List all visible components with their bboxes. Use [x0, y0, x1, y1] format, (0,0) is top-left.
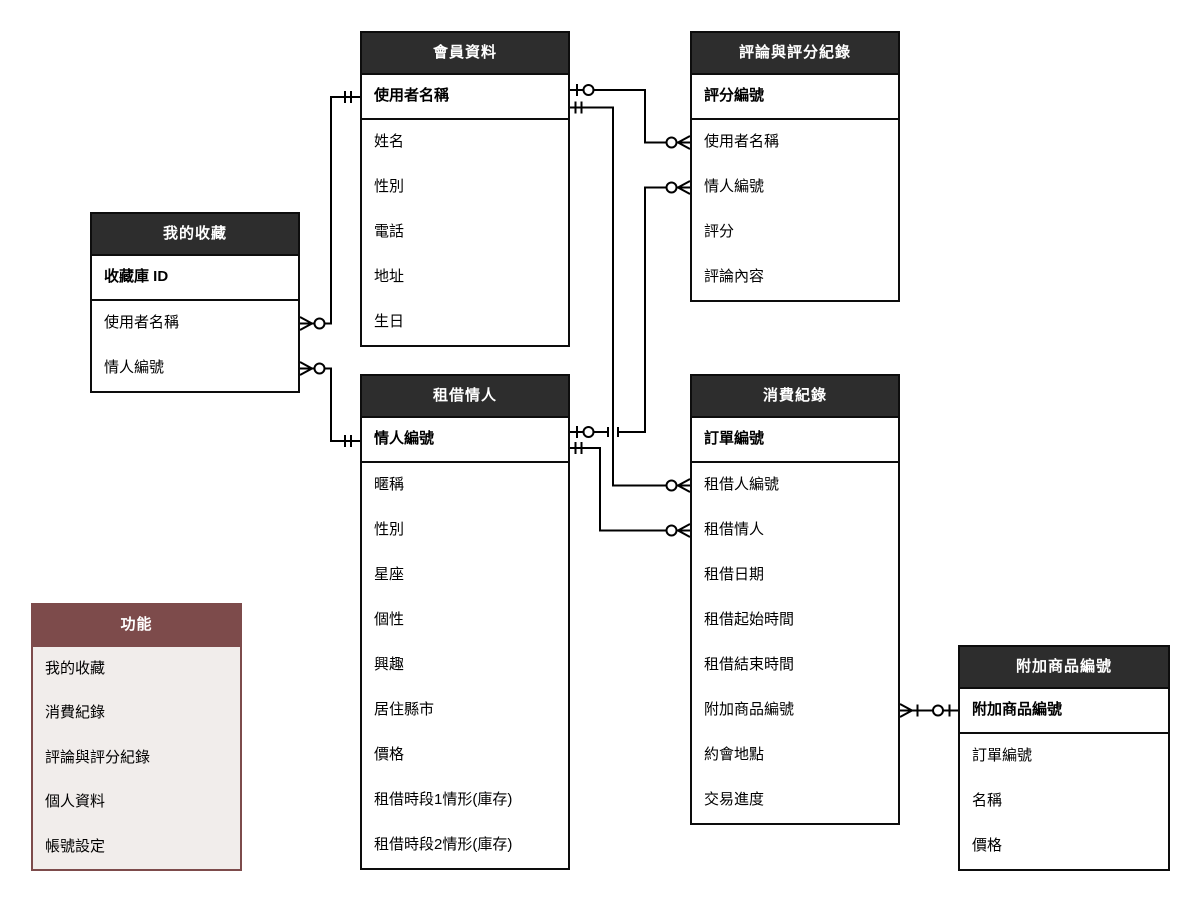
entity-orders[interactable]: 消費紀錄 訂單編號 租借人編號 租借情人 租借日期 租借起始時間 租借結束時間 … — [690, 374, 900, 825]
entity-review-title: 評論與評分紀錄 — [692, 33, 898, 75]
entity-lover-field: 價格 — [374, 746, 405, 764]
menu-functions-title: 功能 — [33, 605, 240, 647]
entity-review[interactable]: 評論與評分紀錄 評分編號 使用者名稱 情人編號 評分 評論內容 — [690, 31, 900, 302]
entity-orders-title: 消費紀錄 — [692, 376, 898, 418]
entity-addons-title: 附加商品編號 — [960, 647, 1168, 689]
entity-member-field: 地址 — [374, 268, 405, 286]
relationship-member-review — [570, 84, 691, 150]
entity-lover[interactable]: 租借情人 情人編號 暱稱 性別 星座 個性 興趣 居住縣市 價格 租借時段1情形… — [360, 374, 570, 870]
entity-addons-field: 訂單編號 — [972, 747, 1033, 765]
entity-member-field: 生日 — [374, 313, 405, 331]
entity-lover-field: 暱稱 — [374, 476, 405, 494]
entity-lover-field: 租借時段1情形(庫存) — [374, 791, 513, 809]
relationship-lover-orders — [570, 442, 691, 538]
entity-lover-field: 星座 — [374, 566, 405, 584]
entity-orders-field: 交易進度 — [704, 791, 765, 809]
entity-orders-field: 附加商品編號 — [704, 701, 795, 719]
entity-member-field: 電話 — [374, 223, 405, 241]
entity-member-title: 會員資料 — [362, 33, 568, 75]
menu-item-favorites: 我的收藏 — [45, 659, 106, 677]
entity-lover-field: 興趣 — [374, 656, 405, 674]
entity-orders-field: 約會地點 — [704, 746, 765, 764]
menu-item-orders: 消費紀錄 — [45, 704, 106, 722]
entity-addons-field: 名稱 — [972, 792, 1003, 810]
relationship-favorites-lover — [299, 361, 360, 447]
relationship-favorites-member — [299, 91, 360, 331]
entity-lover-field: 居住縣市 — [374, 701, 435, 719]
entity-addons[interactable]: 附加商品編號 附加商品編號 訂單編號 名稱 價格 — [958, 645, 1170, 871]
entity-addons-field: 價格 — [972, 837, 1003, 855]
entity-lover-title: 租借情人 — [362, 376, 568, 418]
relationship-lover-review — [570, 180, 691, 438]
relationship-member-orders — [570, 101, 691, 493]
entity-member[interactable]: 會員資料 使用者名稱 姓名 性別 電話 地址 生日 — [360, 31, 570, 347]
entity-favorites-field: 情人編號 — [104, 359, 165, 377]
entity-review-field: 評分 — [704, 223, 735, 241]
entity-orders-field: 租借情人 — [704, 521, 765, 539]
entity-orders-field: 租借起始時間 — [704, 611, 795, 629]
entity-lover-field: 個性 — [374, 611, 405, 629]
entity-review-pk: 評分編號 — [692, 75, 898, 120]
entity-review-field: 情人編號 — [704, 178, 765, 196]
menu-item-profile: 個人資料 — [45, 793, 106, 811]
entity-member-field: 姓名 — [374, 133, 405, 151]
entity-orders-field: 租借日期 — [704, 566, 765, 584]
entity-review-field: 使用者名稱 — [704, 133, 780, 151]
entity-lover-field: 性別 — [374, 521, 405, 539]
relationship-orders-addons — [899, 703, 958, 718]
menu-item-reviews: 評論與評分紀錄 — [45, 748, 151, 766]
entity-member-field: 性別 — [374, 178, 405, 196]
menu-functions[interactable]: 功能 我的收藏 消費紀錄 評論與評分紀錄 個人資料 帳號設定 — [31, 603, 242, 871]
entity-review-field: 評論內容 — [704, 268, 765, 286]
entity-favorites-pk: 收藏庫 ID — [92, 256, 298, 301]
entity-addons-pk: 附加商品編號 — [960, 689, 1168, 734]
entity-favorites-field: 使用者名稱 — [104, 314, 180, 332]
entity-member-pk: 使用者名稱 — [362, 75, 568, 120]
entity-lover-field: 租借時段2情形(庫存) — [374, 836, 513, 854]
menu-item-account: 帳號設定 — [45, 837, 106, 855]
entity-orders-pk: 訂單編號 — [692, 418, 898, 463]
entity-orders-field: 租借人編號 — [704, 476, 780, 494]
entity-orders-field: 租借結束時間 — [704, 656, 795, 674]
entity-lover-pk: 情人編號 — [362, 418, 568, 463]
entity-favorites-title: 我的收藏 — [92, 214, 298, 256]
entity-favorites[interactable]: 我的收藏 收藏庫 ID 使用者名稱 情人編號 — [90, 212, 300, 393]
